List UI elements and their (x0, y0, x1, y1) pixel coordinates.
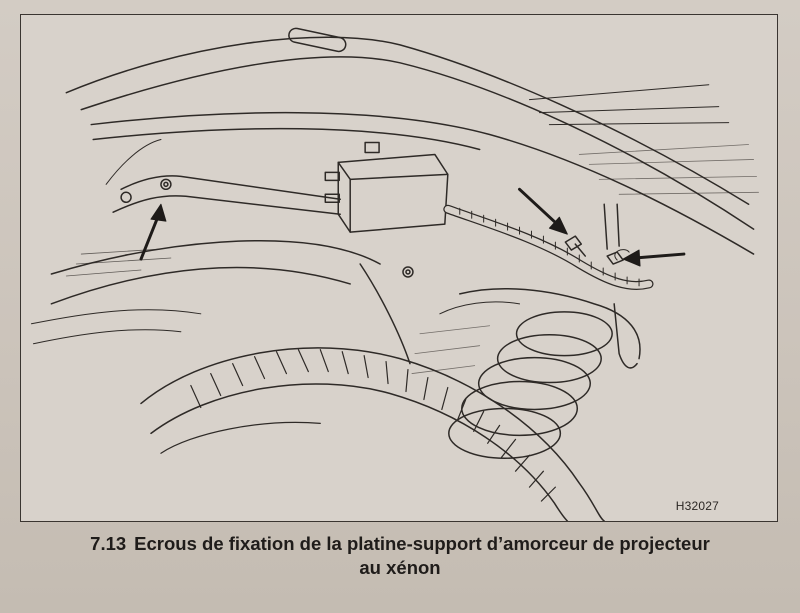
inner-wing-hatching (65, 248, 172, 277)
upper-panel-line-2 (92, 127, 481, 151)
bonnet-edge (65, 36, 750, 205)
bonnet-slot (288, 27, 347, 53)
strut-mount (459, 287, 641, 360)
arrow-right-2 (622, 249, 686, 267)
figure-caption: 7.13 Ecrous de fixation de la platine-sup… (0, 532, 800, 580)
tyre-outer (140, 347, 605, 521)
vertical-post (603, 203, 620, 250)
bolt-centre (402, 266, 414, 278)
nut-left-target (160, 178, 172, 191)
inner-wing-line-1 (50, 239, 381, 275)
engine-bay-illustration (30, 27, 759, 521)
strut-bellows (448, 311, 613, 459)
caption-line-2: au xénon (359, 557, 441, 578)
arrow-left (139, 203, 167, 261)
upper-panel-line (90, 111, 755, 255)
bracket-left (120, 175, 341, 201)
right-hatching (578, 144, 759, 195)
tyre-inner (150, 383, 569, 521)
figure-frame: H32027 (20, 14, 778, 522)
wire-left (105, 139, 162, 185)
caption-text-1: Ecrous de fixation de la platine-support… (134, 533, 710, 554)
inner-wing-line-3 (359, 263, 411, 365)
bracket-left-lower (112, 195, 341, 215)
caption-line-1: 7.13 Ecrous de fixation de la platine-sup… (0, 532, 800, 556)
arrow-right-1 (518, 187, 568, 235)
caption-number: 7.13 (90, 533, 127, 554)
bonnet-edge-inner (80, 56, 755, 230)
wiring-loom-ribs (459, 207, 640, 287)
right-panel-lines (528, 84, 730, 126)
xenon-igniter-box (324, 141, 449, 233)
inner-wing-line-2 (50, 266, 351, 305)
nut-right-2 (606, 249, 630, 265)
tyre-treads (190, 349, 556, 502)
bolt-left (120, 191, 132, 204)
lower-wing (30, 309, 202, 325)
figure-code: H32027 (675, 499, 719, 513)
nut-right-1 (564, 235, 587, 257)
wheel-arch (160, 421, 321, 454)
